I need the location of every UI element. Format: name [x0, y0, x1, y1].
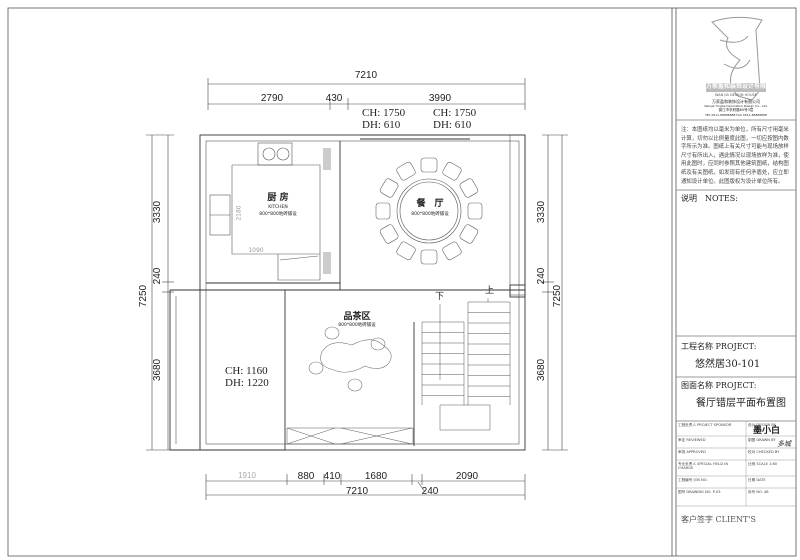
notes-label: 说明 NOTES: [681, 194, 738, 203]
dim-left-upper: 3330 [152, 200, 163, 224]
window-1-ch: CH: 1750 [362, 107, 406, 119]
title-table-cell: 设计 DESIGN BY [748, 423, 776, 427]
tea-area-label: 品茶区 [343, 312, 371, 322]
dim-left-mid: 240 [152, 267, 163, 285]
dim-bottom-total: 7210 [345, 486, 369, 497]
window-2-dh: DH: 610 [433, 119, 472, 131]
title-table-cell: 工程编号 JOB NO. [678, 478, 708, 482]
dim-bottom-3: 410 [323, 471, 341, 482]
kitchen-floor-note: 800*800地砖铺设 [259, 212, 297, 217]
dining-chair [442, 241, 462, 261]
dim-top-2: 430 [325, 93, 343, 104]
project-name: 悠然居30-101 [695, 359, 761, 370]
title-table-cell: 工程负责人 PROJECT SPONSOR [678, 423, 732, 427]
kitchen-en-label: KITCHEN [268, 205, 288, 210]
dim-top-total: 7210 [354, 70, 378, 81]
dim-right-mid: 240 [536, 267, 547, 285]
dining-chair [467, 202, 483, 220]
dim-right-total: 7250 [552, 284, 563, 308]
dining-chair [396, 241, 416, 261]
drawer-signature: 多城 [777, 440, 791, 448]
drawing-label: 图面名称 PROJECT: [681, 381, 757, 390]
designer-signature: 墨小白 [753, 426, 781, 436]
dining-chair [420, 249, 438, 265]
title-table-cell: 制图 DRAWN BY [748, 438, 776, 442]
dim-left-lower: 3680 [152, 358, 163, 382]
kitchen-dim-w: 1090 [248, 247, 264, 254]
notes-text: 注：本图纸均以毫米为单位，所有尺寸用毫米计算，切勿以比例量度此图，一切应按图内数… [681, 127, 789, 185]
dining-chair [379, 224, 399, 244]
company-line-2: Wanjia Yinghe Decoration Design Co., Ltd… [704, 104, 768, 108]
dim-bottom-extra: 240 [421, 486, 439, 497]
dining-chair [375, 202, 391, 220]
company-line-1: 万家盈和装饰设计有限公司 [712, 99, 760, 104]
window-3-dh: DH: 1220 [225, 377, 269, 389]
dining-chair [442, 161, 462, 181]
sheet-border [7, 7, 797, 557]
dim-bottom-2: 880 [297, 471, 315, 482]
dim-right-upper: 3330 [536, 200, 547, 224]
window-3-ch: CH: 1160 [225, 365, 268, 377]
dining-chair [420, 157, 438, 173]
stairs-down-label: 下 [435, 292, 445, 302]
dining-label: 餐 厅 [416, 199, 444, 209]
dim-top-3: 3990 [428, 93, 452, 104]
client-signature-label: 客户签字 CLIENT'S [681, 515, 756, 524]
drawing-name: 餐厅错层平面布置图 [696, 398, 786, 409]
project-label: 工程名称 PROJECT: [681, 342, 757, 351]
title-table-cell: 序号 NO. 48 [748, 490, 769, 494]
title-table-cell: 审批 APPROVED [678, 450, 706, 454]
title-table-cell: 比例 SCALE 1:80 [748, 462, 778, 466]
title-table-cell: 审定 REVIEWED [678, 438, 706, 442]
title-table-cell: 图号 DRAWING NO. P-03 [678, 490, 721, 494]
title-table-cell: 校对 CHECKED BY [748, 450, 780, 454]
staircase [421, 298, 511, 431]
dim-top-1: 2790 [260, 93, 284, 104]
dining-chair [459, 224, 479, 244]
dining-chair [396, 161, 416, 181]
tea-table [308, 326, 392, 392]
company-logo-text: 万家盈和装饰设计有限公司 [706, 83, 779, 90]
kitchen-dim-h: 2180 [235, 205, 243, 221]
dim-bottom-1: 1910 [238, 471, 256, 480]
company-en: WAN JIA DESIGN HOUSE [715, 93, 757, 97]
tea-floor-note: 800*800地砖铺设 [338, 323, 376, 328]
window-1-dh: DH: 610 [362, 119, 401, 131]
dim-right-lower: 3680 [536, 358, 547, 382]
dining-chair [379, 178, 399, 198]
company-line-4: TEL 0511-88888888 FAX 0511-88888888 [705, 113, 767, 117]
dining-table [396, 178, 462, 244]
dining-floor-note: 800*800地砖铺设 [411, 212, 449, 217]
dim-bottom-5: 2090 [455, 471, 479, 482]
stairs-up-label: 上 [485, 286, 495, 296]
dim-left-total: 7250 [138, 284, 149, 308]
dining-chair [459, 178, 479, 198]
kitchen-label: 厨 房 [267, 193, 289, 203]
dim-bottom-4: 1680 [364, 471, 388, 482]
title-table-cell: 日期 DATE [748, 478, 766, 482]
window-2-ch: CH: 1750 [433, 107, 477, 119]
company-line-3: 镇江市学府路60号3层 [718, 108, 754, 112]
title-table-cell: 专业负责人 SPECIAL FIELD IN CHARGE [678, 462, 729, 471]
